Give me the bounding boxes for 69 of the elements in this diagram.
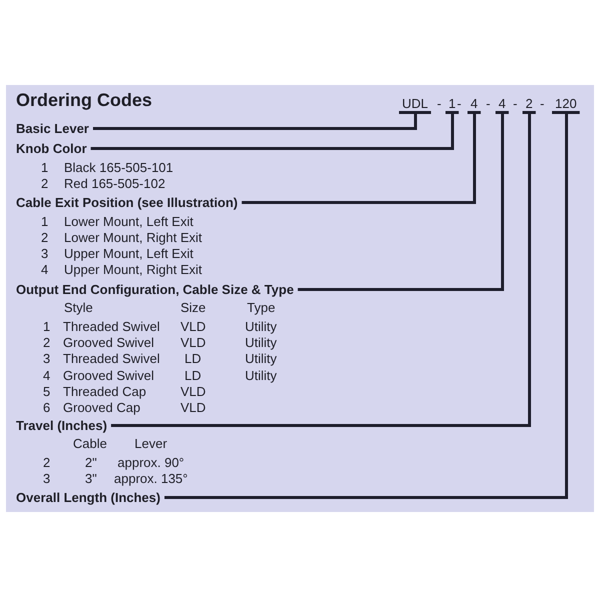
cable-size: VLD bbox=[180, 318, 206, 334]
option-description: Lower Mount, Left Exit bbox=[64, 214, 194, 228]
option-description: Upper Mount, Right Exit bbox=[64, 262, 202, 276]
leader-line bbox=[92, 111, 433, 130]
option-description: Grooved Cap bbox=[63, 400, 140, 414]
code-value: 1 bbox=[448, 96, 456, 110]
cable-type: Utility bbox=[245, 318, 277, 334]
option-number: 2 bbox=[43, 334, 50, 350]
leader-line bbox=[110, 111, 538, 427]
option-number: 2 bbox=[41, 230, 48, 244]
category-heading: Cable Exit Position (see Illustration) bbox=[16, 194, 238, 210]
column-heading: Cable bbox=[73, 436, 107, 450]
category-heading: Knob Color bbox=[16, 140, 87, 156]
column-heading: Type bbox=[247, 300, 276, 314]
option-description: Threaded Swivel bbox=[63, 318, 160, 334]
cable-travel: 3" bbox=[85, 470, 97, 486]
code-separator: - bbox=[457, 96, 462, 110]
code-value: 4 bbox=[498, 96, 506, 110]
cable-size: VLD bbox=[180, 384, 206, 398]
category-heading: Output End Configuration, Cable Size & Type bbox=[16, 282, 294, 296]
option-description: Grooved Swivel bbox=[63, 334, 154, 350]
option-number: 2 bbox=[43, 454, 50, 470]
title: Ordering Codes bbox=[16, 89, 152, 111]
cable-type: Utility bbox=[245, 368, 277, 382]
code-separator: - bbox=[540, 96, 544, 110]
option-number: 3 bbox=[43, 350, 50, 366]
code-value: 4 bbox=[470, 96, 478, 110]
option-number: 1 bbox=[43, 318, 50, 334]
column-heading: Style bbox=[64, 300, 93, 314]
option-description: Threaded Cap bbox=[63, 384, 146, 398]
option-number: 4 bbox=[41, 262, 48, 276]
cable-type: Utility bbox=[245, 350, 277, 366]
code-separator: - bbox=[486, 96, 490, 110]
option-number: 3 bbox=[41, 246, 48, 260]
cable-type: Utility bbox=[245, 334, 277, 350]
option-description: Black 165-505-101 bbox=[64, 160, 174, 174]
option-description: Threaded Swivel bbox=[63, 350, 160, 366]
leader-line bbox=[296, 111, 510, 291]
column-heading: Lever bbox=[134, 436, 168, 450]
option-description: Lower Mount, Right Exit bbox=[64, 230, 202, 244]
option-number: 4 bbox=[43, 368, 50, 382]
option-description: Grooved Swivel bbox=[63, 368, 154, 382]
code-value: 120 bbox=[555, 96, 577, 110]
cable-size: LD bbox=[184, 350, 202, 366]
lever-angle: approx. 135° bbox=[114, 470, 188, 486]
option-number: 5 bbox=[43, 384, 50, 398]
option-number: 2 bbox=[41, 176, 48, 190]
leader-line bbox=[240, 111, 482, 204]
code-separator: - bbox=[437, 96, 442, 110]
code-separator: - bbox=[513, 96, 518, 110]
category-heading: Travel (Inches) bbox=[16, 418, 108, 432]
option-number: 1 bbox=[41, 160, 48, 174]
code-value: UDL bbox=[402, 96, 428, 110]
lever-angle: approx. 90° bbox=[118, 454, 184, 470]
option-number: 3 bbox=[43, 470, 50, 486]
cable-size: LD bbox=[184, 368, 202, 382]
option-number: 1 bbox=[41, 214, 48, 228]
cable-size: VLD bbox=[180, 400, 206, 414]
code-value: 2 bbox=[526, 96, 533, 110]
category-heading: Basic Lever bbox=[16, 120, 89, 136]
option-description: Upper Mount, Left Exit bbox=[64, 246, 194, 260]
cable-travel: 2" bbox=[85, 454, 97, 470]
category-heading: Overall Length (Inches) bbox=[16, 490, 160, 504]
cable-size: VLD bbox=[180, 334, 206, 350]
option-number: 6 bbox=[43, 400, 50, 414]
column-heading: Size bbox=[180, 300, 206, 314]
leader-line bbox=[162, 111, 582, 499]
leader-line bbox=[89, 111, 460, 150]
option-description: Red 165-505-102 bbox=[64, 176, 166, 190]
